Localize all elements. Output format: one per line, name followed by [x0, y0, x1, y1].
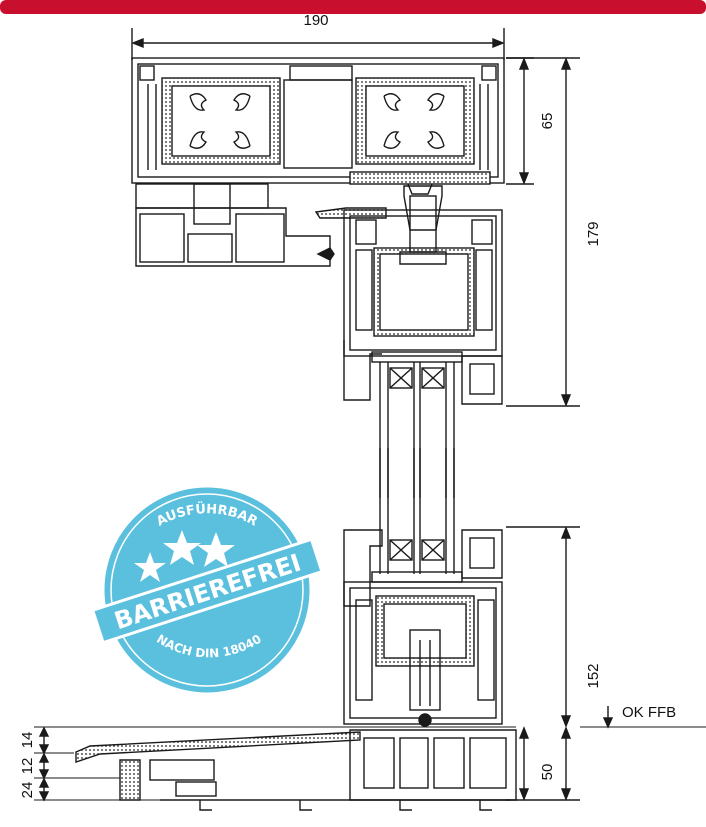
star-icon	[163, 530, 201, 565]
floor-level-label: OK FFB	[622, 704, 676, 721]
seal-stars	[134, 530, 235, 582]
dimension-left-stack	[38, 726, 50, 802]
dimension-179	[506, 57, 580, 407]
dimension-152	[506, 526, 580, 728]
header-accent-bar	[0, 0, 706, 14]
barrier-free-seal: AUSFÜHRBAR BARRIEREFREI NACH DIN 18040	[90, 484, 324, 696]
dim-label-50: 50	[539, 764, 556, 781]
floor-level-arrow	[602, 706, 614, 729]
dim-label-65: 65	[539, 113, 556, 130]
dimension-65	[506, 57, 534, 185]
bottom-sash-profile	[343, 529, 503, 727]
star-icon	[134, 552, 166, 582]
dimension-190	[131, 28, 505, 60]
dim-label-24: 24	[19, 782, 36, 799]
dim-label-14: 14	[19, 732, 36, 749]
top-frame-profile	[131, 57, 505, 195]
glazing-upper	[371, 351, 463, 498]
threshold-profile	[34, 726, 517, 811]
dim-label-12: 12	[19, 758, 36, 775]
dimension-50	[506, 726, 706, 801]
seal-banner	[90, 537, 324, 645]
adapter-profile	[135, 183, 387, 267]
dim-label-152: 152	[585, 663, 602, 688]
glazing-lower	[371, 448, 463, 583]
dim-label-179: 179	[585, 221, 602, 246]
top-sash-profile	[343, 185, 503, 405]
dim-label-190: 190	[303, 12, 328, 29]
star-icon	[197, 532, 235, 567]
